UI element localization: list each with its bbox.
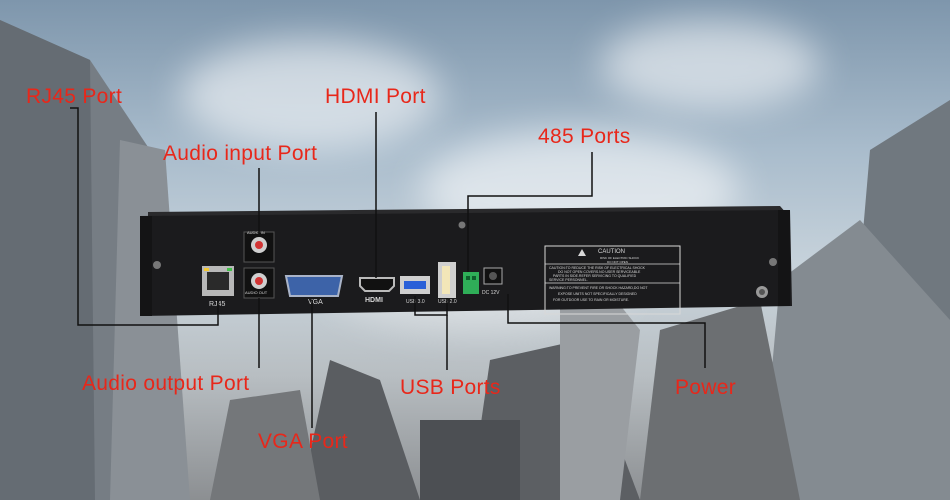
vga-label: VGA: [308, 299, 323, 306]
vga-callout: VGA Port: [258, 430, 348, 453]
vga-port: [284, 275, 344, 297]
warning-line: SERVICE PERSONNEL.: [549, 278, 588, 282]
audio-in-label: AUDIO IN: [247, 230, 265, 235]
dc-label: DC 12V: [482, 290, 500, 296]
warning-line: CAUTION:TO REDUCE THE RISK OF ELECTRICAL…: [549, 266, 646, 270]
hdmi-callout: HDMI Port: [325, 85, 426, 108]
power-leader: [507, 294, 706, 368]
warning-line: WARNING:TO PREVENT FIRE OR SHOCK HAZARD,…: [549, 286, 648, 290]
rs485-leader: [467, 152, 593, 272]
warning-line: EXPOSE UNITS NOT SPECIFICALLY DESIGNED: [558, 292, 637, 296]
hdmi-port: [359, 277, 395, 292]
rj45-callout: RJ45 Port: [26, 85, 123, 108]
audio-out-label: AUDIO OUT: [245, 290, 268, 295]
usb-leader: [414, 296, 448, 316]
caution-line2: DO NOT OPEN: [607, 260, 628, 264]
caution-line1: RISK OF ELECTRIC SHOCK: [600, 256, 640, 260]
caution-label: [544, 245, 681, 315]
rj45-label: RJ45: [209, 301, 226, 308]
rj45-leader: [70, 107, 219, 326]
usb-callout: USB Ports: [400, 376, 501, 399]
warning-line: DO NOT OPEN COVERS.NO USER SERVICEABLE: [558, 270, 641, 274]
audio-in-callout: Audio input Port: [163, 142, 318, 165]
warning-line: FOR OUTDOOR USE TO RAIN OR MOISTURE.: [553, 298, 630, 302]
cloud: [600, 20, 820, 110]
hdmi-label: HDMI: [365, 297, 383, 304]
warning-line: PARTS IN SIDE.REFER SERVICING TO QUALIFI…: [553, 274, 637, 278]
rs485-callout: 485 Ports: [538, 125, 631, 148]
power-callout: Power: [675, 376, 737, 399]
cloud: [180, 40, 440, 150]
audio-out-callout: Audio output Port: [82, 372, 250, 395]
caution-title: CAUTION: [598, 249, 625, 255]
